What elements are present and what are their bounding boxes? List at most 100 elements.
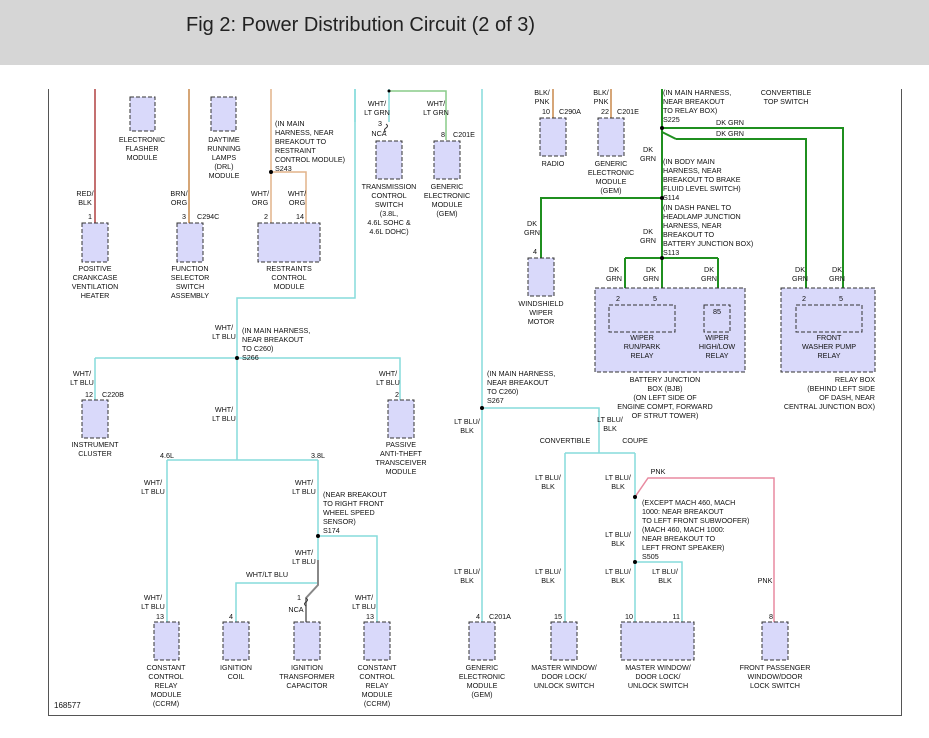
diagram-label: LT BLU/	[535, 473, 561, 482]
diagram-label: LAMPS	[212, 153, 237, 162]
diagram-label: WHT/	[144, 478, 162, 487]
diagram-label: CONVERTIBLE	[761, 88, 812, 97]
diagram-label: (ON LEFT SIDE OF	[633, 393, 697, 402]
diagram-label: S505	[642, 552, 659, 561]
diagram-label: DOOR LOCK/	[541, 672, 586, 681]
diagram-label: BLK	[541, 482, 555, 491]
diagram-label: BATTERY JUNCTION	[630, 375, 701, 384]
ignition-coil	[222, 621, 250, 661]
front-passenger-switch	[761, 621, 789, 661]
diagram-label: (GEM)	[600, 186, 621, 195]
diagram-label: MODULE	[596, 177, 627, 186]
diagram-label: ENGINE COMPT, FORWARD	[617, 402, 712, 411]
diagram-label: BOX (BJB)	[647, 384, 682, 393]
splice-s225	[660, 126, 664, 130]
diagram-label: 12	[85, 390, 93, 399]
diagram-label: LT GRN	[364, 108, 390, 117]
diagram-label: 1	[297, 593, 301, 602]
gem-module-right	[597, 117, 625, 157]
diagram-label: BLK	[611, 482, 625, 491]
diagram-label: LT BLU/	[605, 567, 631, 576]
diagram-label: (DRL)	[214, 162, 233, 171]
diagram-label: LT BLU	[292, 557, 316, 566]
diagram-label: HARNESS, NEAR	[663, 166, 722, 175]
diagram-label: CONSTANT	[147, 663, 187, 672]
diagram-label: BLK	[603, 424, 617, 433]
diagram-label: DK	[643, 145, 653, 154]
diagram-label: GENERIC	[431, 182, 464, 191]
diagram-label: LT BLU	[212, 414, 236, 423]
diagram-label: TRANSCEIVER	[375, 458, 426, 467]
diagram-label: PNK	[651, 467, 666, 476]
diagram-label: 2	[264, 212, 268, 221]
diagram-label: WIPER	[705, 333, 729, 342]
diagram-label: (GEM)	[471, 690, 492, 699]
diagram-label: LT BLU	[292, 487, 316, 496]
diagram-label: GENERIC	[595, 159, 628, 168]
diagram-label: WHT/	[295, 548, 313, 557]
diagram-label: GRN	[701, 274, 717, 283]
diagram-label: (MACH 460, MACH 1000:	[642, 525, 725, 534]
diagram-label: S225	[663, 115, 680, 124]
wiper-run-park-relay	[608, 304, 676, 333]
diagram-label: MODULE	[362, 690, 393, 699]
diagram-label: (NEAR BREAKOUT	[323, 490, 388, 499]
diagram-label: CONTROL	[371, 191, 406, 200]
diagram-label: MASTER WINDOW/	[531, 663, 596, 672]
wire-wht-ltblu-38	[317, 460, 378, 622]
diagram-label: INSTRUMENT	[71, 440, 119, 449]
diagram-label: GRN	[643, 274, 659, 283]
diagram-label: BLK	[541, 576, 555, 585]
diagram-label: RUN/PARK	[624, 342, 661, 351]
instrument-cluster	[81, 399, 109, 439]
diagram-label: LT GRN	[423, 108, 449, 117]
diagram-label: 3	[378, 119, 382, 128]
splice-s266	[235, 356, 239, 360]
diagram-label: WHT/	[73, 369, 91, 378]
diagram-label: 2	[395, 390, 399, 399]
diagram-label: GRN	[640, 236, 656, 245]
diagram-label: (IN MAIN HARNESS,	[487, 369, 555, 378]
diagram-label: ANTI-THEFT	[380, 449, 423, 458]
diagram-label: 8	[769, 612, 773, 621]
diagram-label: VENTILATION	[72, 282, 119, 291]
diagram-label: C201A	[489, 612, 511, 621]
gem-module-bottom	[468, 621, 496, 661]
diagram-label: FLUID LEVEL SWITCH)	[663, 184, 741, 193]
diagram-label: HEATER	[81, 291, 110, 300]
passive-anti-theft	[387, 399, 415, 439]
diagram-label: IGNITION	[220, 663, 252, 672]
diagram-label: POSITIVE	[78, 264, 111, 273]
diagram-label: GENERIC	[466, 663, 499, 672]
nca-mark-top	[384, 123, 388, 133]
diagram-label: WIPER	[529, 308, 553, 317]
drl-module	[210, 96, 237, 132]
diagram-label: LT BLU	[352, 602, 376, 611]
diagram-label: WHT/	[379, 369, 397, 378]
diagram-label: 1	[88, 212, 92, 221]
diagram-label: C201E	[453, 130, 475, 139]
diagram-label: MOTOR	[528, 317, 555, 326]
radio	[539, 117, 567, 157]
diagram-label: BLK/	[593, 88, 609, 97]
wire-wht-ltblu-coil	[235, 536, 319, 622]
diagram-label: DAYTIME	[208, 135, 240, 144]
diagram-label: C294C	[197, 212, 219, 221]
diagram-label: LT BLU/	[652, 567, 678, 576]
front-washer-pump-relay	[795, 304, 863, 333]
diagram-label: SWITCH	[176, 282, 204, 291]
diagram-label: LT BLU/	[454, 567, 480, 576]
diagram-label: WINDOW/DOOR	[747, 672, 802, 681]
diagram-label: GRN	[606, 274, 622, 283]
diagram-label: LT BLU/	[535, 567, 561, 576]
diagram-label: PASSIVE	[386, 440, 416, 449]
diagram-label: DK	[832, 265, 842, 274]
master-window-switch-coupe	[620, 621, 695, 661]
diagram-label: HARNESS, NEAR	[663, 221, 722, 230]
diagram-label: S113	[663, 248, 679, 257]
wire-dkgrn-top2-link	[661, 131, 677, 140]
diagram-label: MODULE	[274, 282, 305, 291]
diagram-label: LT BLU/	[605, 530, 631, 539]
diagram-label: LT BLU	[141, 487, 165, 496]
diagram-label: RESTRAINT	[275, 146, 316, 155]
